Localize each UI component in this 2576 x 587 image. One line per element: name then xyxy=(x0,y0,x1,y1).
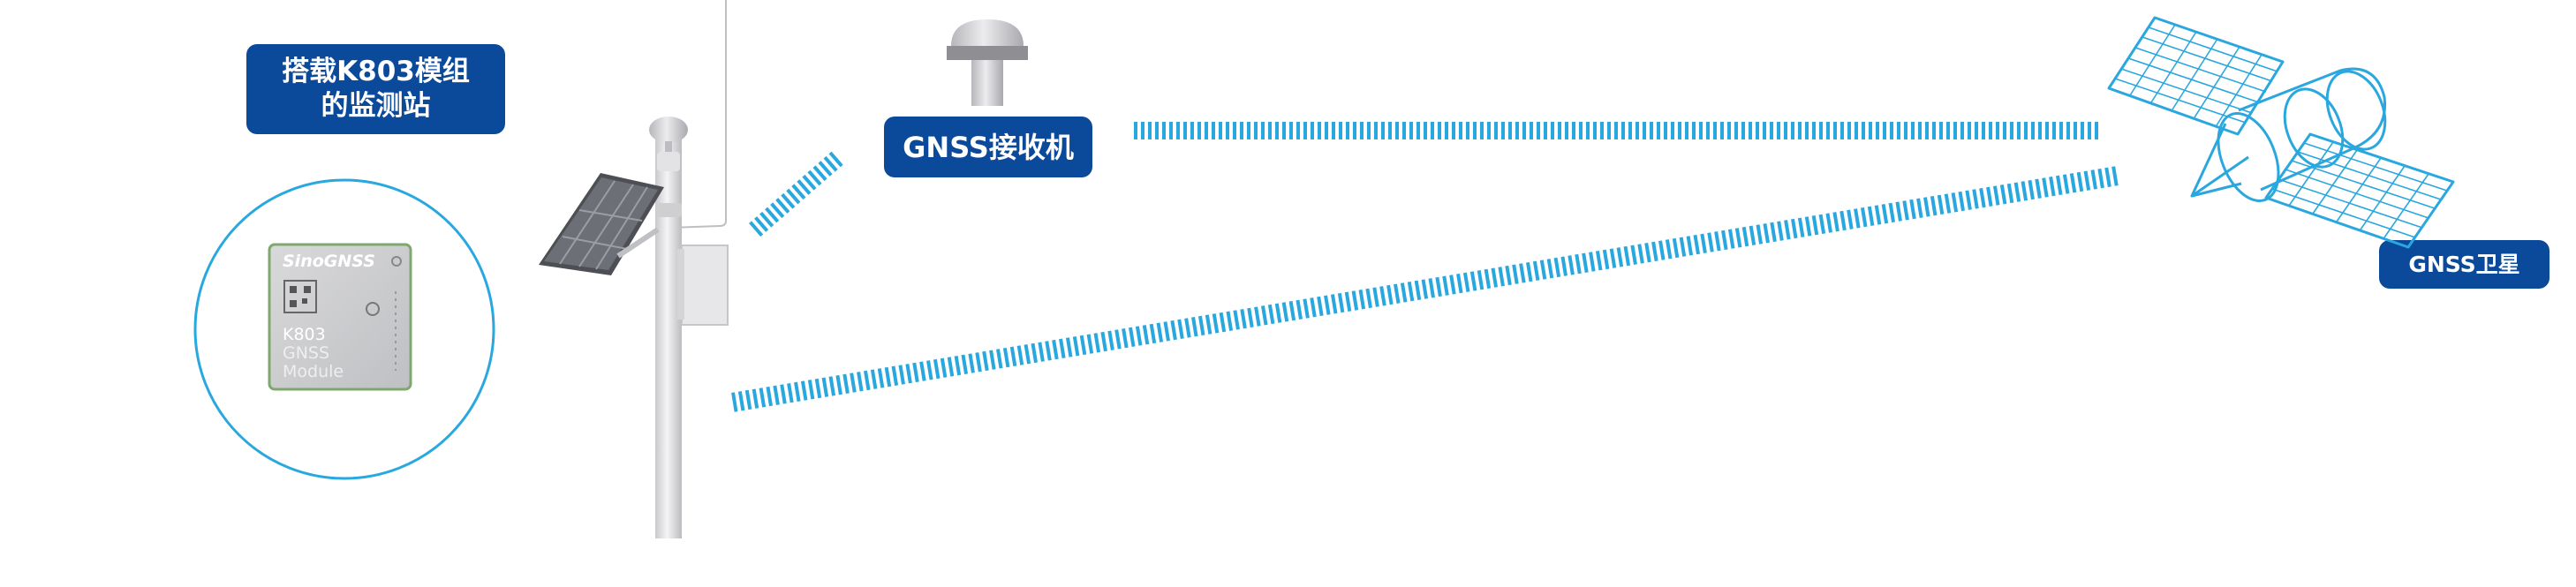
k803-module-callout: SinoGNSS K803 GNSS Module xyxy=(193,178,495,480)
chip-line2-text: GNSS xyxy=(283,343,329,363)
station-label-line2: 的监测站 xyxy=(321,90,431,122)
k803-chip-icon: SinoGNSS K803 GNSS Module xyxy=(268,243,412,391)
receiver-label-text: GNSS接收机 xyxy=(903,130,1074,164)
gnss-satellite-label: GNSS卫星 xyxy=(2379,240,2550,289)
signal-beam-receiver-satellite xyxy=(1134,122,2098,139)
station-antenna-dome xyxy=(649,117,688,143)
chip-line3-text: Module xyxy=(283,362,344,381)
callout-circle xyxy=(193,178,495,480)
chip-brand-text: SinoGNSS xyxy=(283,252,375,271)
gnss-receiver-antenna-icon xyxy=(947,19,1028,106)
monitoring-station-icon xyxy=(539,0,729,538)
signal-beam-station-satellite xyxy=(730,166,2120,412)
signal-beam-station-receiver xyxy=(749,150,845,237)
monitoring-station-label: 搭载K803模组 的监测站 xyxy=(246,44,505,134)
station-equipment-box xyxy=(681,245,729,326)
satellite-label-text: GNSS卫星 xyxy=(2408,251,2520,277)
chip-model-text: K803 xyxy=(283,325,326,344)
station-label-line1: 搭载K803模组 xyxy=(282,56,470,88)
signal-beams xyxy=(730,122,2120,412)
gnss-satellite-icon xyxy=(2107,16,2455,249)
solar-panel-icon xyxy=(539,173,664,275)
gnss-receiver-label: GNSS接收机 xyxy=(884,117,1092,177)
